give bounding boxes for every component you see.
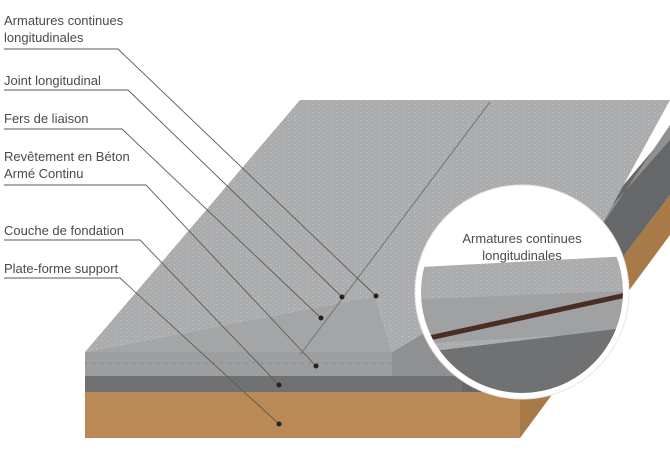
marker-armatures [373, 293, 379, 299]
marker-revetement [313, 363, 319, 369]
marker-fondation [276, 382, 282, 388]
beton-slab-top [85, 100, 670, 352]
marker-joint [339, 294, 345, 300]
leader-fondation [4, 239, 280, 386]
label-plateforme: Plate-forme support [4, 261, 119, 276]
label-revetement: Revêtement en Béton Armé Continu [4, 149, 130, 181]
leader-joint [4, 89, 343, 298]
leader-armatures [4, 48, 377, 297]
label-joint: Joint longitudinal [4, 73, 101, 88]
leader-revetement [4, 184, 317, 367]
leader-lines [4, 48, 377, 425]
label-fondation: Couche de fondation [4, 223, 124, 238]
label-armatures: Armatures continues longitudinales [4, 13, 124, 45]
leader-plateforme [4, 277, 280, 425]
zoom-title-line-2: longitudinales [482, 248, 562, 263]
beton-slab-top-edge [85, 296, 392, 352]
label-fers: Fers de liaison [4, 111, 89, 126]
zoom-title-line-1: Armatures continues [462, 231, 582, 246]
rebar-zoom [419, 289, 626, 343]
marker-fers [318, 315, 324, 321]
joint-longitudinal-line [299, 101, 491, 356]
leader-fers [4, 128, 322, 319]
marker-plateforme [276, 421, 282, 427]
zoom-detail-circle: Armatures continues longitudinales [414, 184, 630, 400]
